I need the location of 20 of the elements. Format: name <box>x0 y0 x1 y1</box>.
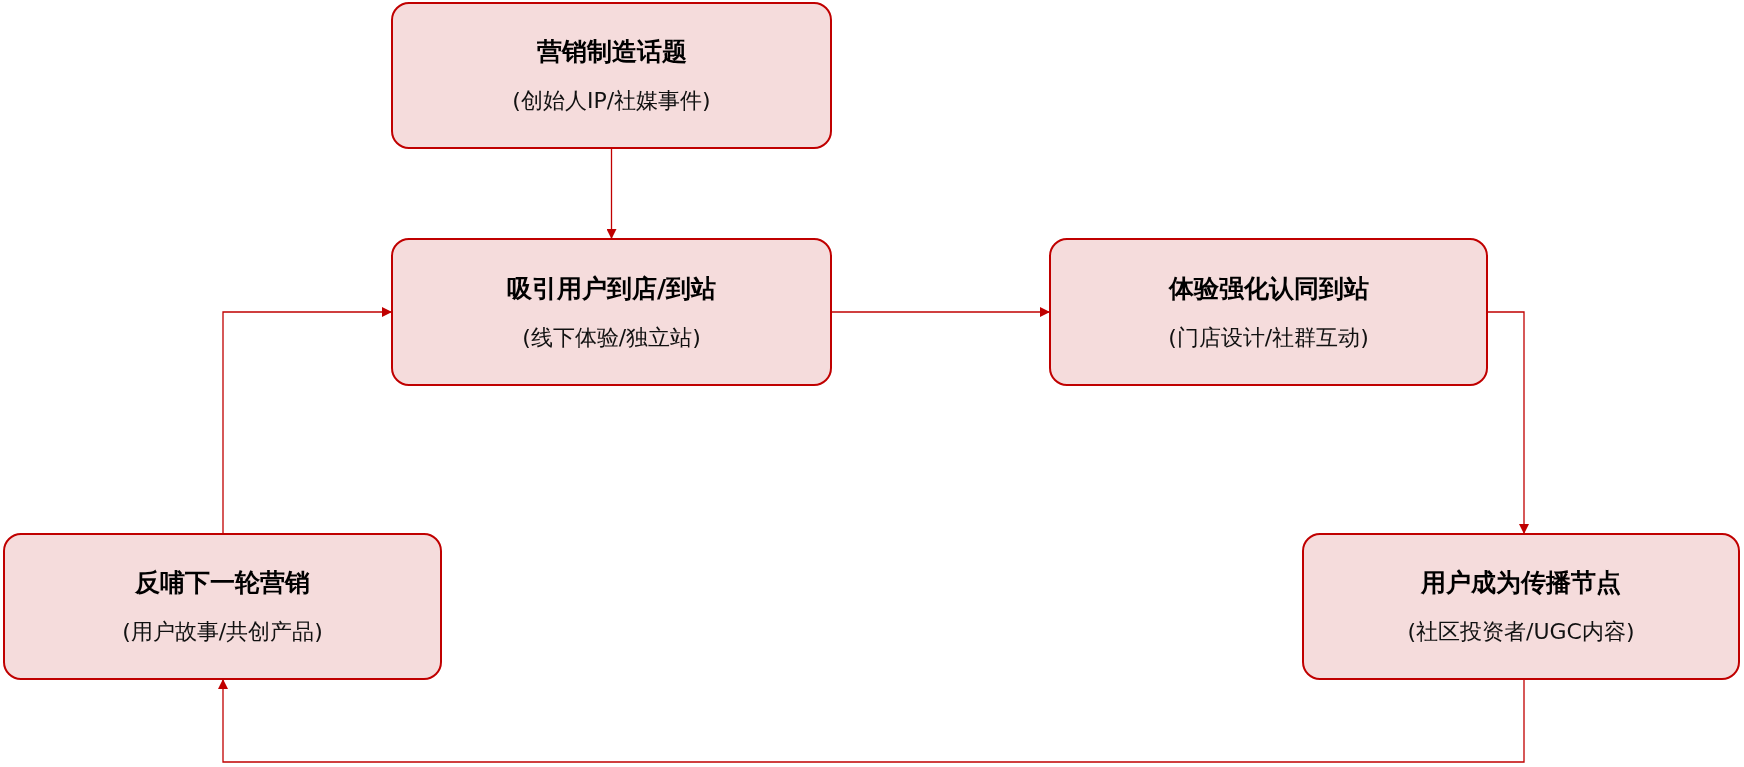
step-title: 吸引用户到店/到站 <box>506 272 717 305</box>
arrow <box>831 307 1050 317</box>
step-detail: (门店设计/社群互动) <box>1168 323 1369 352</box>
step-detail: (线下体验/独立站) <box>522 323 701 352</box>
step-title: 体验强化认同到站 <box>1168 272 1369 305</box>
process-box <box>1302 533 1740 680</box>
process-box <box>3 533 442 680</box>
arrow <box>1487 311 1529 534</box>
arrow <box>222 307 392 534</box>
step-detail: (创始人IP/社媒事件) <box>512 87 711 115</box>
process-box <box>391 238 832 386</box>
arrow <box>218 679 1525 763</box>
step-title: 用户成为传播节点 <box>1421 567 1621 599</box>
step-title: 反哺下一轮营销 <box>135 567 310 599</box>
process-box <box>1049 238 1488 386</box>
arrow <box>606 148 617 239</box>
step-title: 营销制造话题 <box>536 36 687 68</box>
step-detail: (社区投资者/UGC内容) <box>1407 618 1635 646</box>
step-detail: (用户故事/共创产品) <box>122 618 323 646</box>
process-box <box>391 2 832 149</box>
